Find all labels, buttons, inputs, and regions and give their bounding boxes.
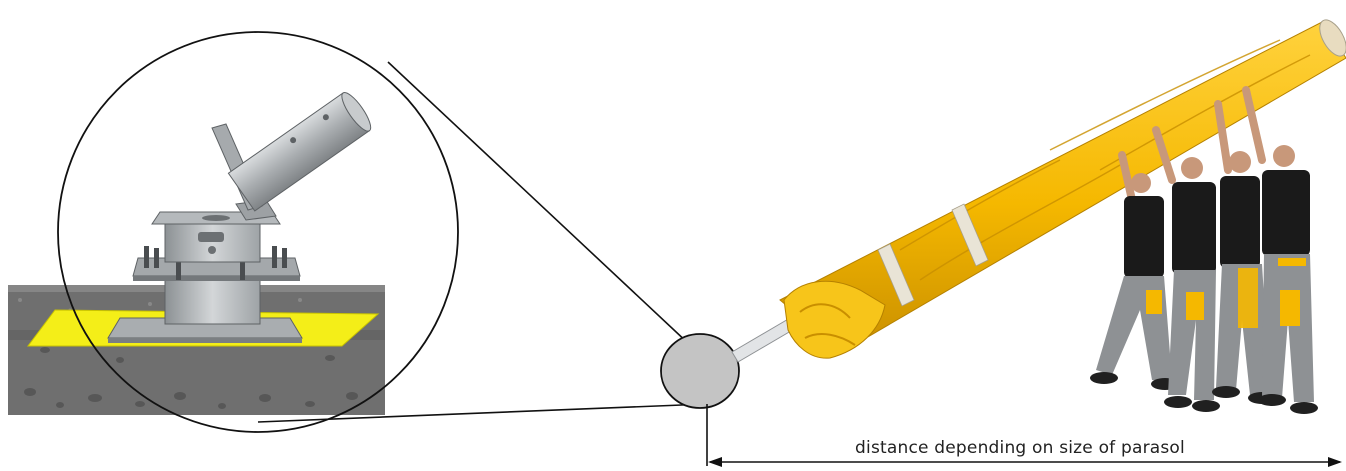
anchor-point-disc [660,333,740,409]
distance-dimension [706,404,1342,467]
zoom-line-top [387,61,691,346]
arrow-left-icon [708,457,722,467]
worker-4 [1242,86,1318,414]
mount-assembly [107,92,372,343]
zoom-line-bottom [257,403,708,423]
worker-1 [1090,151,1179,390]
worker-3 [1212,100,1276,404]
folded-parasol-icon [731,19,1346,363]
people-lifting-icon [1090,86,1318,414]
zoom-circle [57,31,459,433]
ground-anchor-detail [8,31,459,433]
dimension-label: distance depending on size of parasol [855,438,1185,458]
arrow-right-icon [1328,457,1342,467]
worker-2 [1152,126,1220,412]
